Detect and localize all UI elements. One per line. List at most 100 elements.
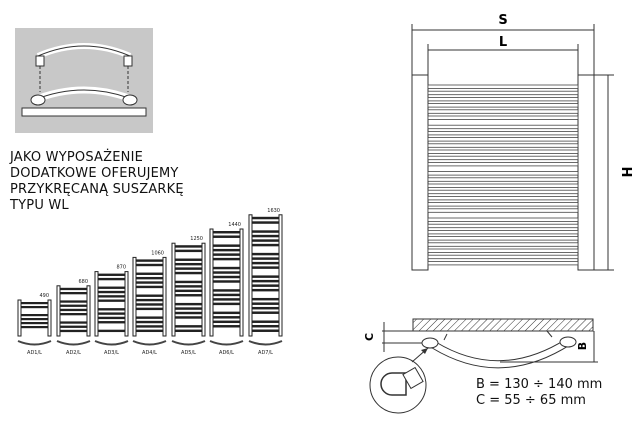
towel-bar: [136, 329, 163, 333]
towel-bar: [213, 311, 240, 315]
towel-bar: [213, 266, 240, 270]
towel-bar: [213, 275, 240, 279]
towel-bar: [98, 277, 125, 281]
main-towel-bar: [427, 84, 579, 89]
main-towel-bar: [427, 189, 579, 195]
model-height-label: 680: [78, 279, 88, 285]
towel-bar: [213, 298, 240, 301]
bar-curve: [94, 340, 129, 346]
formula-b: B = 130 ÷ 140 mm: [476, 377, 603, 392]
main-towel-bar: [427, 236, 579, 241]
towel-bar: [175, 285, 202, 288]
towel-bar: [252, 320, 279, 323]
rail: [278, 214, 283, 337]
towel-bar: [252, 302, 279, 305]
towel-bar: [252, 311, 279, 314]
towel-bar: [175, 294, 202, 297]
model-name-label: AD7/L: [258, 350, 273, 356]
rail: [162, 256, 167, 337]
note-line: JAKO WYPOSAŻENIE: [10, 150, 144, 165]
rail: [47, 299, 52, 337]
model-name-label: AD6/L: [219, 350, 234, 356]
main-towel-bar: [427, 143, 579, 148]
bar-curve: [171, 340, 206, 346]
towel-bar: [252, 329, 279, 332]
towel-bar: [60, 287, 87, 291]
main-towel-bar: [427, 97, 579, 102]
main-towel-bar: [427, 155, 579, 161]
towel-bar: [213, 280, 240, 283]
towel-bar: [175, 262, 202, 266]
rail: [94, 271, 99, 337]
bar-curve: [17, 340, 52, 346]
towel-bar: [175, 325, 202, 328]
towel-bar: [136, 285, 163, 289]
model-name-label: AD5/L: [181, 350, 196, 356]
towel-bar: [21, 302, 48, 305]
towel-bar: [213, 235, 240, 238]
bar-curve: [209, 340, 244, 346]
towel-bar: [213, 248, 240, 252]
rail: [239, 228, 244, 337]
towel-bar: [213, 302, 240, 306]
main-towel-bar: [427, 260, 579, 266]
towel-bar: [136, 263, 163, 267]
towel-bar: [136, 303, 163, 306]
towel-bar: [21, 318, 48, 321]
main-towel-bar: [427, 130, 579, 136]
towel-bar: [252, 234, 279, 238]
towel-bar: [98, 308, 125, 311]
towel-bar: [136, 307, 163, 311]
towel-bar: [136, 320, 163, 324]
note-line: PRZYKRĘCANĄ SUSZARKĘ: [10, 182, 184, 197]
bar-curve: [132, 340, 167, 346]
towel-bar: [252, 221, 279, 224]
towel-bar: [175, 258, 202, 261]
towel-bar: [98, 295, 125, 298]
towel-bar: [213, 244, 240, 247]
towel-bar: [252, 324, 279, 328]
towel-bar: [252, 252, 279, 256]
main-towel-bar: [427, 202, 579, 207]
towel-bar: [213, 320, 240, 324]
towel-bar: [136, 325, 163, 328]
dimension-s-label: S: [498, 13, 507, 28]
main-towel-bar: [427, 137, 579, 142]
dimension-l-label: L: [499, 35, 507, 50]
note-line: TYPU WL: [10, 198, 69, 213]
main-towel-bar: [427, 223, 579, 229]
model-name-label: AD3/L: [104, 350, 119, 356]
towel-bar: [136, 272, 163, 275]
main-towel-bar: [427, 248, 579, 253]
towel-bar: [213, 253, 240, 256]
rail: [171, 242, 176, 337]
towel-bar: [213, 231, 240, 234]
main-towel-bar: [427, 217, 579, 222]
main-towel-bar: [427, 177, 579, 182]
model-height-label: 1250: [190, 236, 203, 242]
rail: [209, 228, 214, 337]
rail: [56, 285, 61, 337]
towel-bar: [60, 304, 87, 307]
main-towel-bar: [427, 90, 579, 96]
towel-bar: [252, 266, 279, 269]
radiator-side-view: C B: [363, 318, 598, 414]
main-towel-bar: [427, 171, 579, 176]
model-height-label: 870: [116, 265, 126, 271]
towel-bar: [98, 290, 125, 294]
main-towel-bar: [427, 109, 579, 114]
towel-bar: [252, 257, 279, 260]
dimension-b-label: B: [576, 342, 589, 350]
towel-bar: [175, 329, 202, 333]
towel-bar: [252, 306, 279, 310]
towel-bar: [213, 325, 240, 328]
towel-bar: [136, 298, 163, 302]
towel-bar: [136, 316, 163, 319]
main-towel-bar: [427, 149, 579, 154]
towel-bar: [98, 316, 125, 320]
